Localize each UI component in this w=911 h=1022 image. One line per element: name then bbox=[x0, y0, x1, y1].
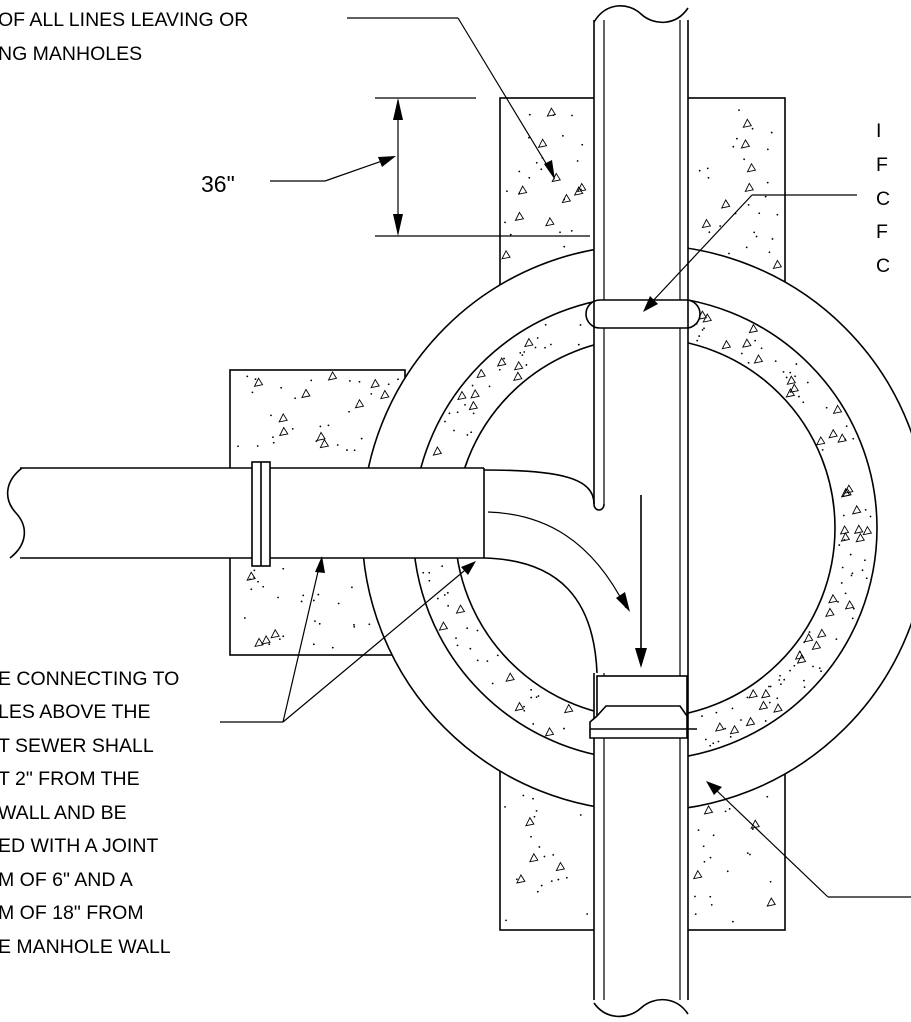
pipe-support-slot bbox=[585, 299, 701, 329]
concrete-speckle-top bbox=[501, 107, 783, 270]
inlet-pipe-joint bbox=[251, 461, 271, 567]
concrete-speckle-left bbox=[237, 371, 399, 649]
note-left-line-8: M OF 18" FROM bbox=[0, 902, 144, 924]
note-right-line-5: C bbox=[876, 255, 890, 277]
note-right-partial: I F C F C bbox=[876, 120, 890, 277]
note-left-block: E CONNECTING TO LES ABOVE THE T SEWER SH… bbox=[0, 668, 179, 958]
note-left-line-9: E MANHOLE WALL bbox=[0, 936, 171, 958]
note-left-line-4: T 2" FROM THE bbox=[0, 768, 140, 790]
outlet-pipe-coupling bbox=[589, 675, 697, 739]
note-right-line-1: I bbox=[876, 120, 881, 142]
note-top-left: OF ALL LINES LEAVING OR NG MANHOLES bbox=[0, 9, 248, 65]
leader-left-note bbox=[220, 556, 476, 723]
leader-bottom-right bbox=[706, 781, 911, 898]
dimension-36-inch bbox=[270, 97, 590, 237]
note-left-line-3: T SEWER SHALL bbox=[0, 735, 154, 757]
flow-channel bbox=[483, 469, 627, 674]
concrete-speckle-ring bbox=[422, 310, 873, 747]
note-left-line-5: WALL AND BE bbox=[0, 802, 127, 824]
flow-arrows bbox=[616, 495, 647, 668]
note-right-line-2: F bbox=[876, 154, 888, 176]
note-left-line-2: LES ABOVE THE bbox=[0, 701, 150, 723]
note-left-line-7: M OF 6" AND A bbox=[0, 869, 133, 891]
leader-right-note bbox=[643, 194, 857, 312]
note-top-left-line-1: OF ALL LINES LEAVING OR bbox=[0, 9, 248, 31]
leader-top-note bbox=[347, 17, 555, 180]
dimension-label: 36" bbox=[201, 171, 235, 197]
concrete-speckle-bottom bbox=[504, 794, 776, 923]
note-left-line-6: ED WITH A JOINT bbox=[0, 835, 158, 857]
note-top-left-line-2: NG MANHOLES bbox=[0, 43, 142, 65]
note-right-line-3: C bbox=[876, 188, 890, 210]
inlet-pipe bbox=[6, 467, 485, 559]
note-left-line-1: E CONNECTING TO bbox=[0, 668, 179, 690]
note-right-line-4: F bbox=[876, 221, 888, 243]
